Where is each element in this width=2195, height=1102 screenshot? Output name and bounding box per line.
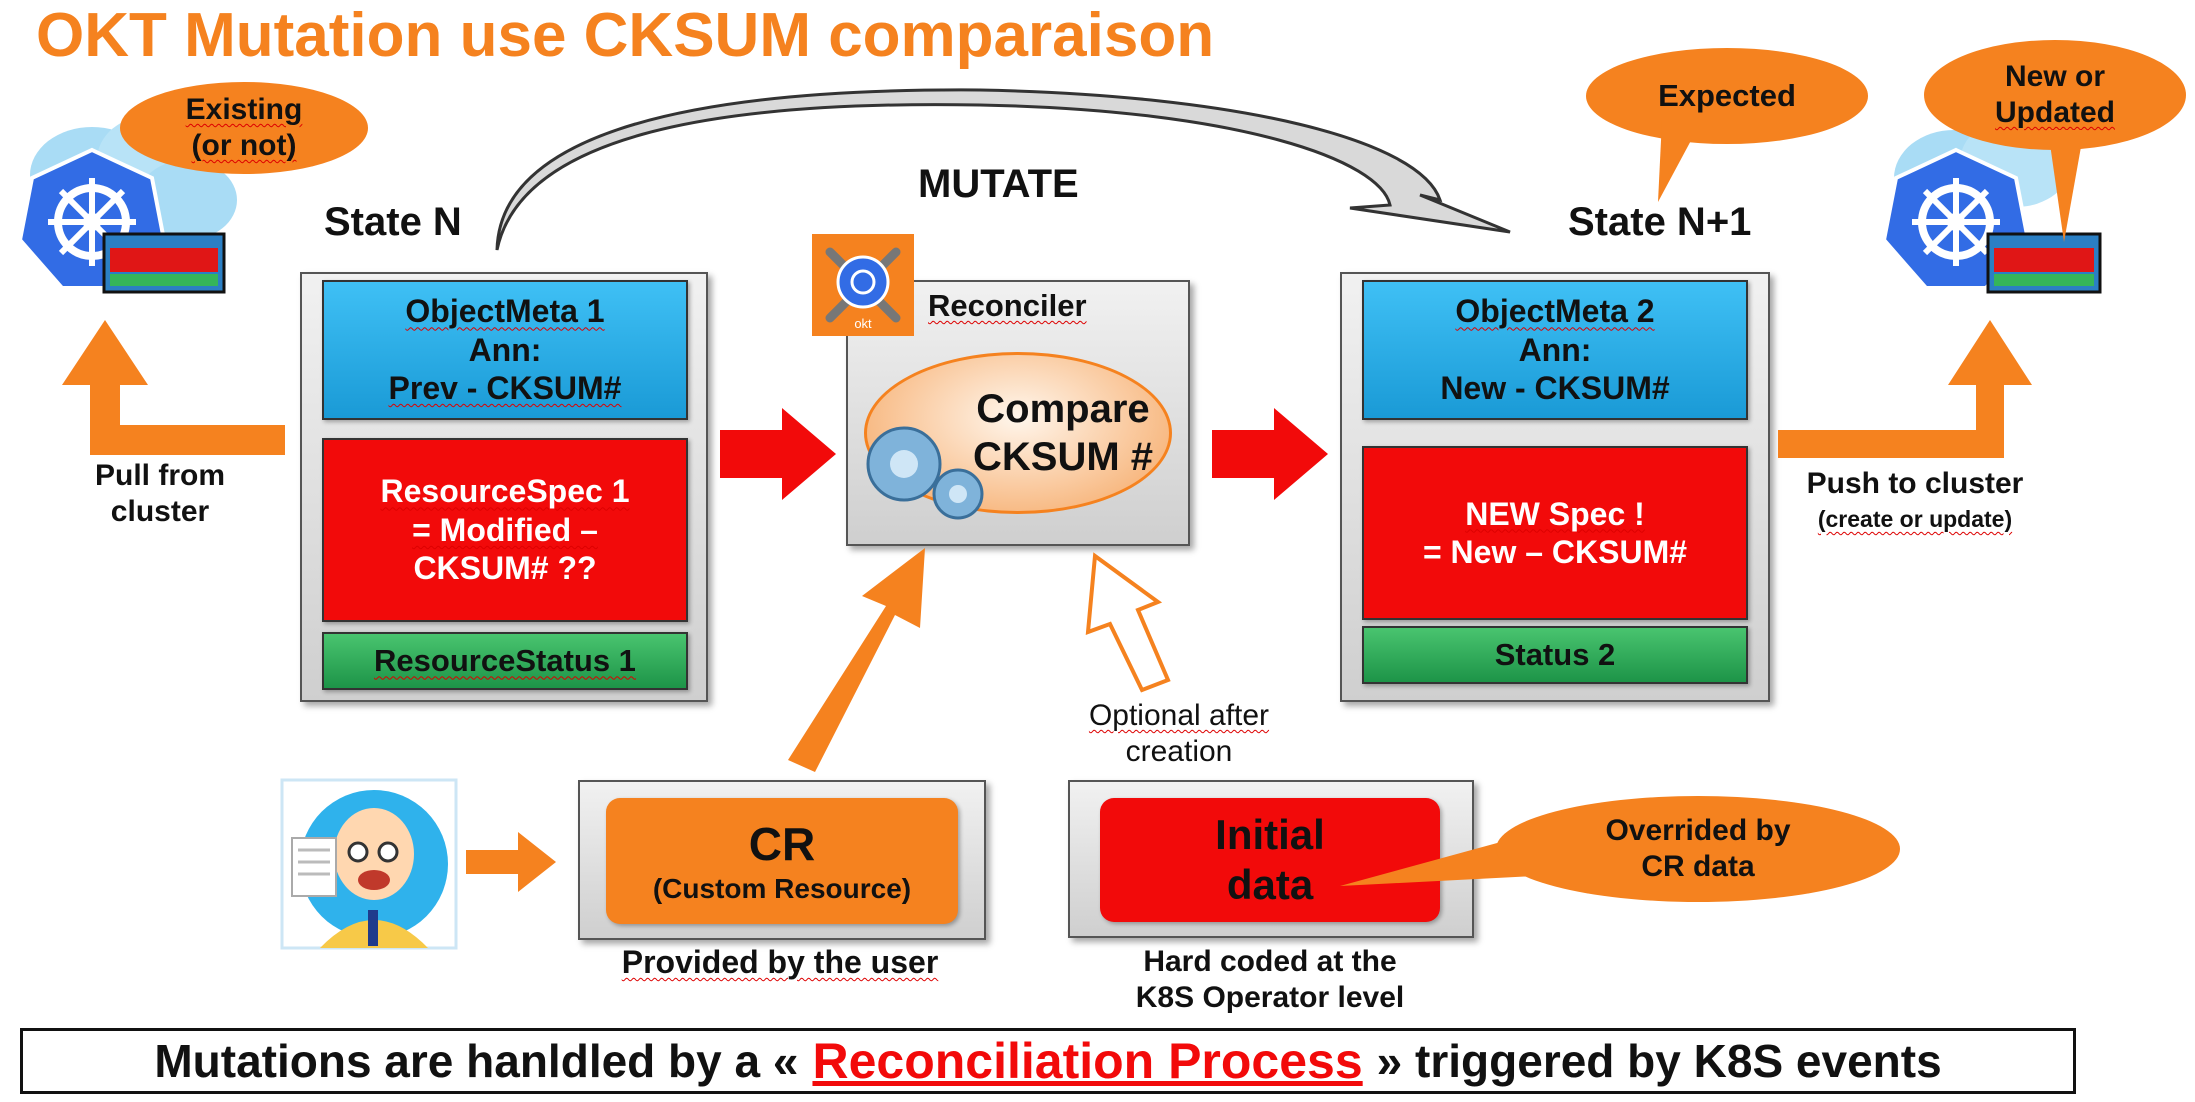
footer-banner: Mutations are hanldled by a « Reconcilia… [20,1028,2076,1094]
kubernetes-cluster-icon-right [1881,117,2102,294]
user-to-cr-arrow [466,832,556,892]
okt-logo-text: okt [854,316,872,331]
page-title: OKT Mutation use CKSUM comparaison [36,1,1215,70]
mutate-label: MUTATE [918,162,1079,206]
footer-highlight: Reconciliation Process [812,1033,1363,1089]
cr-caption: Provided by the user [621,944,939,980]
optional-after-creation-label: Optional after creation [1088,699,1270,768]
footer-text-after: » triggered by K8S events [1376,1035,1942,1087]
state-n-objectmeta: ObjectMeta 1 Ann: Prev - CKSUM# [322,280,688,420]
state-n1-newspec: NEW Spec ! = New – CKSUM# [1362,446,1748,620]
state-n-resourcespec: ResourceSpec 1 = Modified – CKSUM# ?? [322,438,688,622]
overrided-bubble: Overrided by CR data [1496,796,1900,902]
reconciler-title: Reconciler [928,288,1087,323]
new-or-updated-bubble: New or Updated [1924,40,2186,150]
cr-box: CR (Custom Resource) [606,798,958,924]
initial-data-box: Initial data [1100,798,1440,922]
kubernetes-cluster-icon [17,115,237,294]
new-or-updated-bubble-tail [2048,130,2084,242]
expected-bubble: Expected [1586,48,1868,144]
footer-text-before: Mutations are hanldled by a « [154,1035,799,1087]
gears-icon [866,426,984,520]
expected-bubble-tail [1658,120,1702,202]
state-n1-label: State N+1 [1568,200,1752,244]
okt-logo-icon: okt [812,234,914,336]
state-n1-objectmeta: ObjectMeta 2 Ann: New - CKSUM# [1362,280,1748,420]
push-label: Push to cluster (create or update) [1806,467,2024,532]
overrided-bubble-tail [1340,834,1536,886]
initial-caption: Hard coded at the K8S Operator level [1135,945,1405,1014]
existing-bubble: Existing (or not) [120,82,368,174]
state-n-label: State N [324,200,462,244]
output-red-arrow [1212,408,1328,500]
state-n1-status: Status 2 [1362,626,1748,684]
input-red-arrow [720,408,836,500]
user-avatar-icon [280,778,458,950]
state-n-status: ResourceStatus 1 [322,632,688,690]
